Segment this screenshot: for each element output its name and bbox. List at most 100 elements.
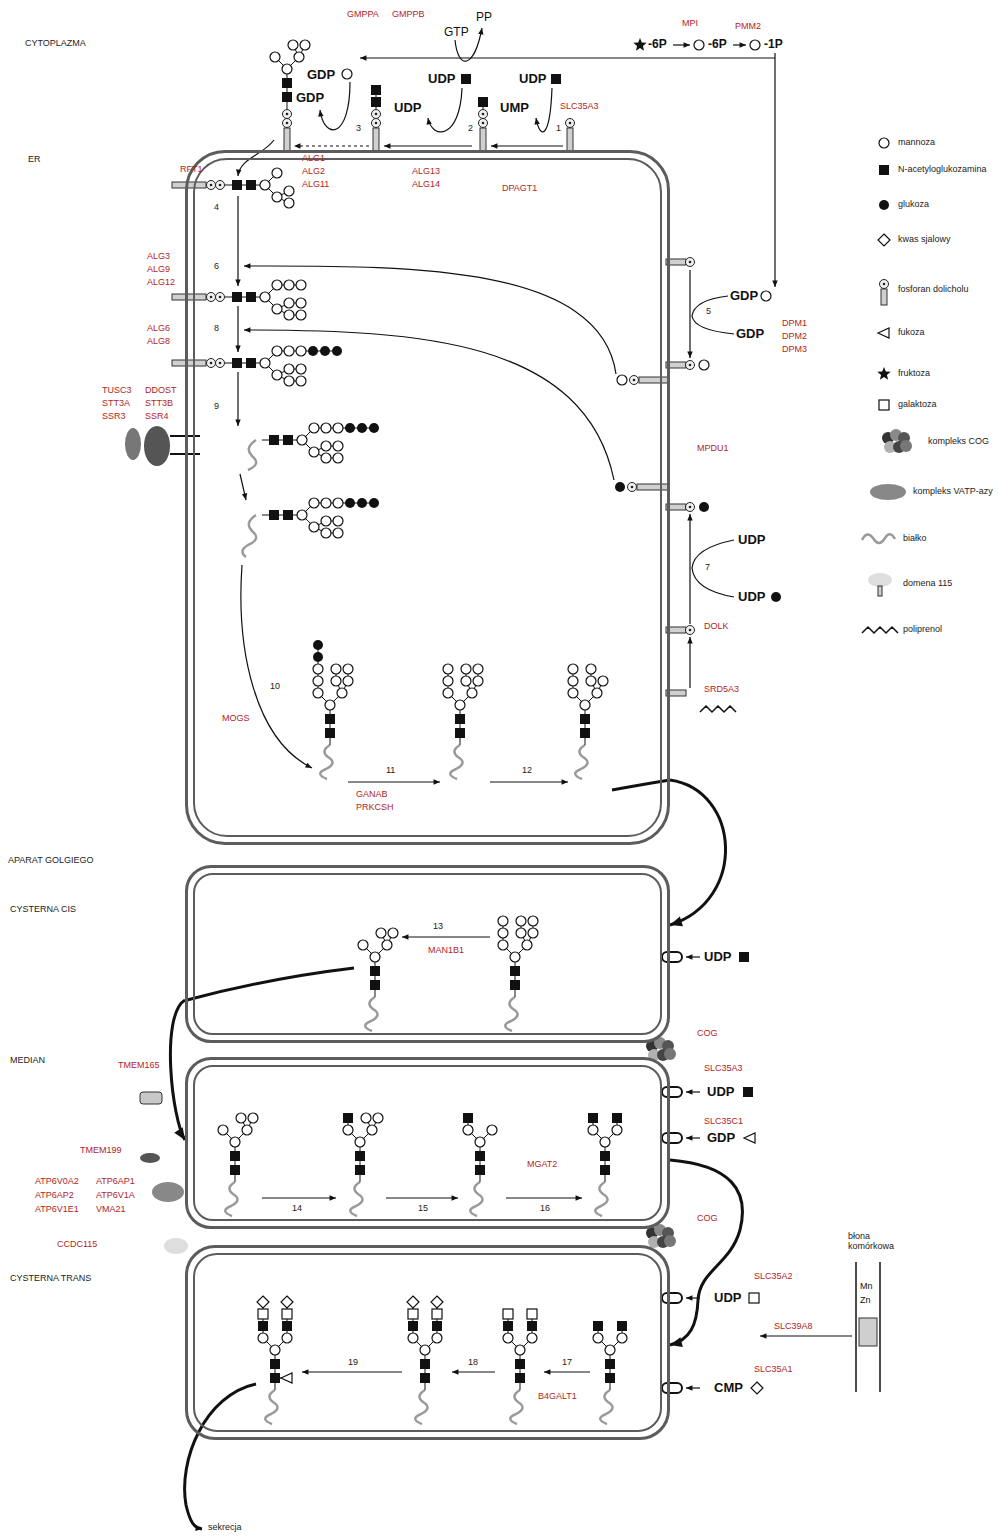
mannose-symbol [467,688,477,698]
glcnac-symbol [617,1321,627,1331]
mannose-symbol [270,52,280,62]
legend-text: galaktoza [898,400,937,410]
mannose-symbol [272,168,282,178]
glcnac-symbol [325,714,335,724]
ost-subunit [125,428,141,460]
arrow-head [670,1337,683,1347]
connector-line [670,1160,742,1345]
gene-name: SRD5A3 [704,685,739,695]
phosphate-symbol [207,359,216,368]
mannose-symbol [588,1125,598,1135]
step-number: 10 [270,682,280,692]
metabolite-label: UMP [500,101,529,115]
legend-text: fosforan dolicholu [898,285,969,295]
mannose-symbol [260,180,270,190]
glucose-symbol [369,423,379,433]
polyprenol-chain [862,627,898,633]
glcnac-symbol [588,1113,598,1123]
galactose-symbol [527,1309,537,1319]
link-line [774,53,775,287]
arrow-line [187,968,354,1000]
lipid-symbol [172,360,206,366]
cog-subunit [900,440,912,452]
gene-name: GMPPA [347,10,379,20]
glucose-symbol [313,640,323,650]
gene-name: SLC35A1 [754,1365,793,1375]
phosphate-dot [219,296,222,299]
mannose-symbol [879,138,889,148]
phosphate-symbol [628,483,637,492]
gene-name: DPM2 [782,332,807,342]
protein-chain [225,1182,237,1216]
mannose-symbol [321,423,331,433]
step-number: 7 [705,563,710,573]
gene-name: ATP6V1A [96,1191,135,1201]
glcnac-symbol [475,1165,485,1175]
arrow-head [235,420,240,426]
glcnac-symbol [258,1321,268,1331]
mannose-symbol [321,528,331,538]
metal-transporter [859,1318,877,1346]
phosphate-dot [631,486,634,489]
galactose-symbol [408,1309,418,1319]
mannose-symbol [294,52,304,62]
lipid-symbol [637,484,668,490]
arrow-head [534,118,539,125]
protein-chain [265,1390,277,1424]
legend-text: fruktoza [898,369,930,379]
arrow-head [452,1195,458,1200]
mannose-symbol [367,1125,377,1135]
mannose-symbol [230,1137,240,1147]
glcnac-symbol [355,1151,365,1161]
transporter [662,1133,682,1143]
glcnac-symbol [478,97,488,107]
mannose-symbol [473,664,483,674]
phosphate-dot [219,184,222,187]
protein-chain [510,1390,522,1424]
mannose-symbol [605,1345,615,1355]
arrow-head [772,281,777,287]
galactose-symbol [282,1309,292,1319]
gene-name: DOLK [704,622,729,632]
metabolite-label: CMP [714,1381,743,1395]
step-number: 8 [214,324,219,334]
glucose-symbol [313,652,323,662]
tmem199-protein [140,1153,160,1163]
metabolite-label: UDP [394,101,421,115]
gene-name: TUSC3 [102,386,132,396]
glcnac-symbol [371,85,381,95]
sialic-acid-symbol [751,1382,763,1394]
mannose-symbol [313,664,323,674]
gene-name: DPM3 [782,345,807,355]
glcnac-symbol [743,1087,753,1097]
mannose-symbol [297,510,307,520]
mannose-symbol [313,688,323,698]
gene-name: B4GALT1 [538,1392,577,1402]
mannose-symbol [282,1333,292,1343]
phosphate-symbol [880,280,889,289]
mannose-symbol [617,1333,627,1343]
mannose-symbol [296,364,306,374]
gene-name: ALG2 [302,167,325,177]
arrow-head [562,779,568,784]
arrow-head [305,763,312,768]
glucose-symbol [345,423,355,433]
mannose-symbol [331,664,341,674]
glucose-symbol [879,200,889,210]
lipid-symbol [567,128,573,152]
glucose-symbol [369,498,379,508]
glcnac-symbol [515,1359,525,1369]
mannose-symbol [296,310,306,320]
glcnac-symbol [612,1113,622,1123]
galactose-symbol [879,400,889,410]
mannose-symbol [617,375,627,385]
arrow-head [236,169,241,176]
glcnac-symbol [515,1373,525,1383]
lipid-symbol [172,182,206,188]
transporter [662,1383,682,1393]
glucose-symbol [308,346,318,356]
mannose-symbol [284,376,294,386]
sialic-acid-symbol [281,1296,293,1308]
gene-name: SLC39A8 [774,1322,813,1332]
